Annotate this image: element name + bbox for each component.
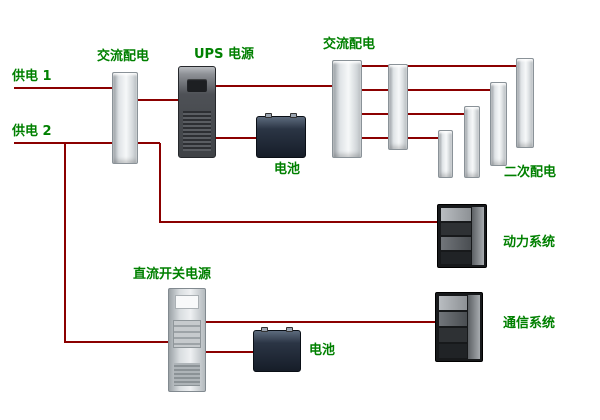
ups-unit <box>178 66 216 158</box>
secondary-dist-cabinet-3 <box>490 82 507 166</box>
label-supply2: 供电 2 <box>12 124 52 139</box>
secondary-dist-cabinet-5 <box>438 130 453 178</box>
dc-cabinet-vent <box>174 363 200 386</box>
rack-module <box>439 296 467 310</box>
rack-module <box>439 328 467 342</box>
label-supply1: 供电 1 <box>12 69 52 84</box>
label-battery-1: 电池 <box>274 162 301 177</box>
battery-2 <box>253 327 301 372</box>
battery-terminal <box>264 113 272 118</box>
dc-switch-power-cabinet <box>168 288 206 392</box>
label-dc-switch-power: 直流开关电源 <box>133 267 212 282</box>
label-comm-system: 通信系统 <box>503 316 556 331</box>
rack-module <box>439 344 467 358</box>
label-power-system: 动力系统 <box>503 235 556 250</box>
label-ac-dist-2: 交流配电 <box>323 37 376 52</box>
rack-module <box>441 251 471 264</box>
rack-side-panel <box>472 207 484 265</box>
wire-dc-feed <box>64 143 168 343</box>
dc-cabinet-panel <box>175 295 199 310</box>
label-battery-2: 电池 <box>309 343 336 358</box>
rack-modules <box>441 208 471 264</box>
ac-distribution-cabinet-2 <box>332 60 362 158</box>
rack-modules <box>439 296 467 358</box>
label-secondary-dist: 二次配电 <box>504 165 557 180</box>
label-ac-dist-1: 交流配电 <box>97 49 150 64</box>
label-ups: UPS 电源 <box>194 47 254 62</box>
secondary-dist-cabinet-2 <box>516 58 534 148</box>
rack-side-panel <box>468 295 480 359</box>
power-system-rack <box>437 204 487 268</box>
battery-terminal <box>290 113 298 118</box>
battery-1 <box>256 113 306 158</box>
battery-terminal <box>261 327 269 332</box>
ac-distribution-cabinet-1 <box>112 72 138 164</box>
comm-system-rack <box>435 292 483 362</box>
ups-vent-grille <box>183 111 211 151</box>
secondary-dist-cabinet-1 <box>388 64 408 150</box>
rack-module <box>441 222 471 235</box>
secondary-dist-cabinet-4 <box>464 106 480 178</box>
rack-module <box>441 237 471 250</box>
rack-module <box>439 312 467 326</box>
ups-display <box>186 78 208 93</box>
dc-cabinet-modules <box>173 319 201 349</box>
rack-module <box>441 208 471 221</box>
battery-terminal <box>285 327 293 332</box>
